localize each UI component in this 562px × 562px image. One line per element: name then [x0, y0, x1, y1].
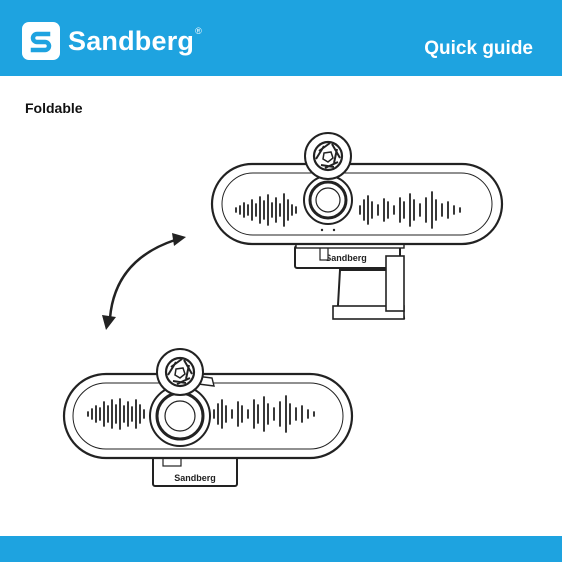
footer-bar [0, 536, 562, 562]
webcam-folded: Sandberg [64, 349, 352, 486]
page-title: Quick guide [424, 38, 533, 60]
registered-mark: ® [195, 26, 202, 36]
double-curved-arrow-icon [102, 233, 186, 330]
sandberg-s-logo-icon [22, 22, 60, 60]
brand-name: Sandberg [68, 26, 194, 57]
stand-brand-label: Sandberg [325, 253, 367, 263]
header-bar: Sandberg ® Quick guide [0, 0, 562, 76]
camera-shutter-icon [314, 142, 342, 170]
webcam-illustration: Sandberg [0, 120, 562, 540]
brand-logo: Sandberg ® [22, 22, 202, 60]
section-title: Foldable [25, 100, 83, 116]
webcam-unfolded: Sandberg [212, 133, 502, 319]
stand-brand-label-folded: Sandberg [174, 473, 216, 483]
camera-shutter-icon-folded [166, 358, 194, 386]
